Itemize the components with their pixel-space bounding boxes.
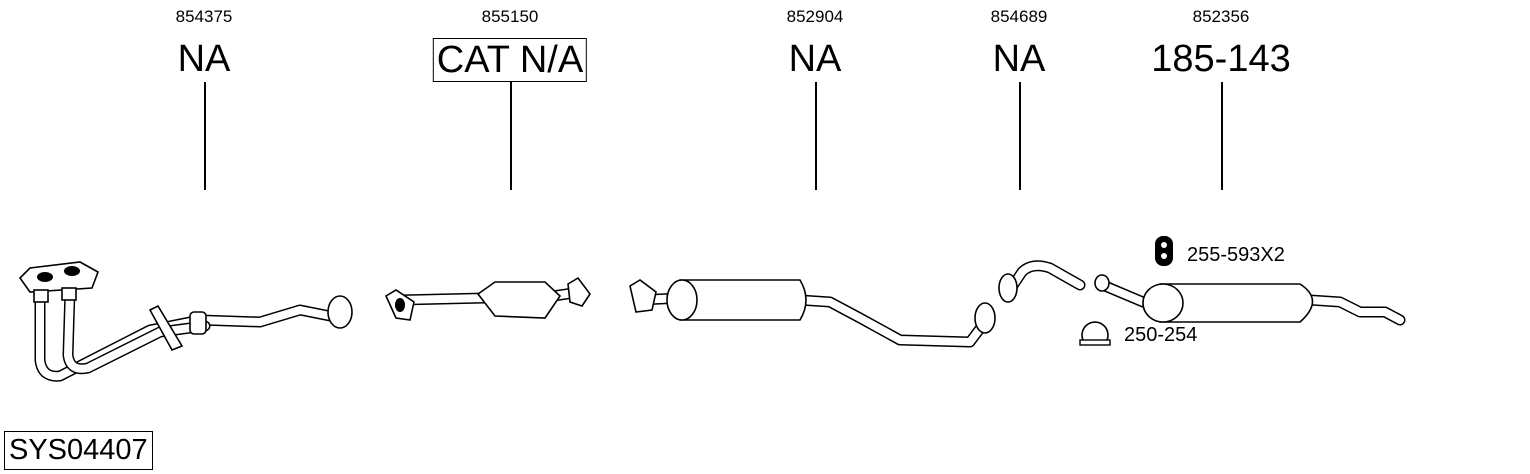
part-number-1: 854375 — [175, 7, 233, 26]
leader-line-3 — [815, 82, 817, 190]
catalytic-converter-part — [384, 276, 591, 321]
pipe-clamp-icon — [1079, 321, 1111, 346]
part-number-4: 854689 — [990, 7, 1048, 26]
rear-silencer-part — [1094, 274, 1406, 326]
leader-line-1 — [204, 82, 206, 190]
part-number-2: 855150 — [481, 7, 539, 26]
part-number-3: 852904 — [786, 7, 844, 26]
hanger-label: 255-593X2 — [1187, 244, 1285, 266]
part-label-1: NA — [177, 38, 231, 80]
part-label-5: 185-143 — [1151, 38, 1291, 80]
center-silencer-part — [629, 279, 996, 348]
part-number-5: 852356 — [1192, 7, 1250, 26]
system-code: SYS04407 — [4, 431, 153, 470]
leader-line-2 — [510, 82, 512, 190]
leader-line-5 — [1221, 82, 1223, 190]
front-pipe-part — [18, 261, 353, 382]
clamp-label: 250-254 — [1124, 324, 1198, 346]
leader-line-4 — [1019, 82, 1021, 190]
part-label-2: CAT N/A — [432, 38, 588, 82]
rubber-hanger-icon — [1155, 236, 1173, 266]
part-label-3: NA — [788, 38, 842, 80]
intermediate-pipe-part — [998, 260, 1086, 303]
part-label-4: NA — [992, 38, 1046, 80]
